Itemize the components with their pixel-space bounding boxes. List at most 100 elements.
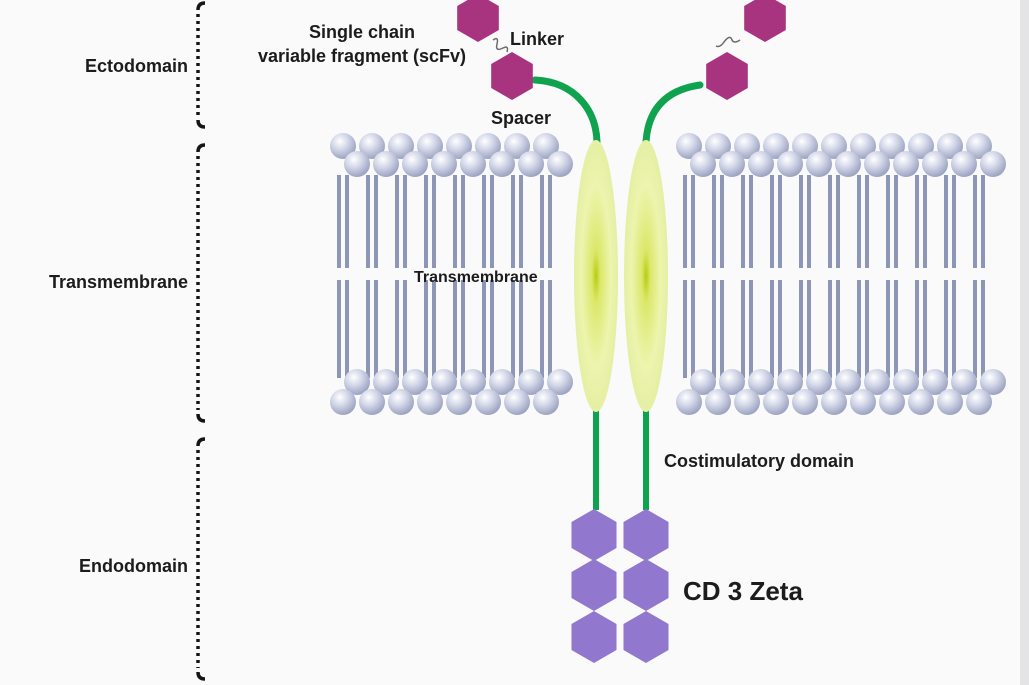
transmembrane-domain-left <box>574 140 618 412</box>
region-brackets <box>196 1 206 681</box>
cd3-zeta-hexagon <box>623 559 669 611</box>
lipid-head <box>373 151 399 177</box>
bracket-hook <box>196 143 206 153</box>
spacer-left <box>531 76 601 146</box>
lipid-head <box>922 151 948 177</box>
lipid-head <box>504 389 530 415</box>
lipid-head <box>719 151 745 177</box>
lipid-head <box>705 389 731 415</box>
cd3-zeta-label: CD 3 Zeta <box>683 576 803 606</box>
lipid-head <box>864 151 890 177</box>
cd3-zeta-hexagon <box>571 611 617 663</box>
lipid-head <box>475 133 501 159</box>
region-label-ectodomain: Ectodomain <box>85 56 188 76</box>
lipid-head <box>966 389 992 415</box>
lipid-head <box>835 151 861 177</box>
scfv-hexagon <box>706 52 748 100</box>
lipid-head <box>460 151 486 177</box>
lipid-head <box>533 389 559 415</box>
lipid-head <box>431 369 457 395</box>
lipid-head <box>518 151 544 177</box>
scfv-label-line1: Single chain <box>309 22 415 42</box>
lipid-head <box>763 389 789 415</box>
lipid-head <box>821 133 847 159</box>
lipid-head <box>748 151 774 177</box>
lipid-head <box>850 133 876 159</box>
cd3-zeta-hexagon <box>571 559 617 611</box>
lipid-head <box>922 369 948 395</box>
lipid-head <box>980 151 1006 177</box>
lipid-head <box>690 151 716 177</box>
lipid-head <box>937 133 963 159</box>
lipid-head <box>359 389 385 415</box>
lipid-head <box>763 133 789 159</box>
lipid-head <box>417 389 443 415</box>
lipid-head <box>388 133 414 159</box>
lipid-tails <box>337 175 985 378</box>
lipid-head <box>850 389 876 415</box>
lipid-head <box>460 369 486 395</box>
lipid-head <box>676 133 702 159</box>
lipid-head <box>879 133 905 159</box>
lipid-head <box>806 151 832 177</box>
lipid-head <box>908 133 934 159</box>
bracket-hook <box>196 1 206 11</box>
bracket-hook <box>196 413 206 423</box>
lipid-head <box>690 369 716 395</box>
lipid-head <box>864 369 890 395</box>
lipid-head <box>748 369 774 395</box>
scfv-domains <box>457 0 786 100</box>
lipid-head <box>719 369 745 395</box>
lipid-head <box>734 389 760 415</box>
lipid-head <box>821 389 847 415</box>
lipid-head <box>879 389 905 415</box>
lipid-heads <box>330 133 1006 415</box>
lipid-head <box>330 133 356 159</box>
region-label-endodomain: Endodomain <box>79 556 188 576</box>
lipid-head <box>980 369 1006 395</box>
lipid-head <box>734 133 760 159</box>
lipid-head <box>777 151 803 177</box>
lipid-head <box>806 369 832 395</box>
lipid-head <box>373 369 399 395</box>
intracellular-stems <box>593 408 649 510</box>
lipid-head <box>908 389 934 415</box>
lipid-head <box>966 133 992 159</box>
lipid-head <box>388 389 414 415</box>
frame-edge <box>1020 0 1029 685</box>
transmembrane-label: Transmembrane <box>414 269 538 286</box>
lipid-head <box>446 133 472 159</box>
spacer-label: Spacer <box>491 108 551 128</box>
transmembrane-domains <box>574 140 668 412</box>
lipid-head <box>402 369 428 395</box>
lipid-head <box>431 151 457 177</box>
lipid-head <box>792 133 818 159</box>
scfv-hexagon <box>491 52 533 100</box>
lipid-head <box>475 389 501 415</box>
lipid-head <box>330 389 356 415</box>
lipid-head <box>518 369 544 395</box>
lipid-head <box>792 389 818 415</box>
bracket-hook <box>196 437 206 447</box>
lipid-head <box>893 369 919 395</box>
lipid-head <box>937 389 963 415</box>
lipid-head <box>705 133 731 159</box>
lipid-head <box>504 133 530 159</box>
linker-right <box>715 36 741 48</box>
scfv-hexagon <box>744 0 786 42</box>
lipid-head <box>951 151 977 177</box>
cd3-zeta-chains <box>571 509 669 663</box>
cd3-zeta-hexagon <box>623 509 669 561</box>
lipid-head <box>359 133 385 159</box>
linker-left <box>492 37 509 53</box>
bracket-hook <box>196 119 206 129</box>
lipid-head <box>489 151 515 177</box>
scfv-hexagon <box>457 0 499 42</box>
lipid-head <box>676 389 702 415</box>
lipid-head <box>951 369 977 395</box>
cd3-zeta-hexagon <box>623 611 669 663</box>
lipid-head <box>893 151 919 177</box>
lipid-head <box>777 369 803 395</box>
